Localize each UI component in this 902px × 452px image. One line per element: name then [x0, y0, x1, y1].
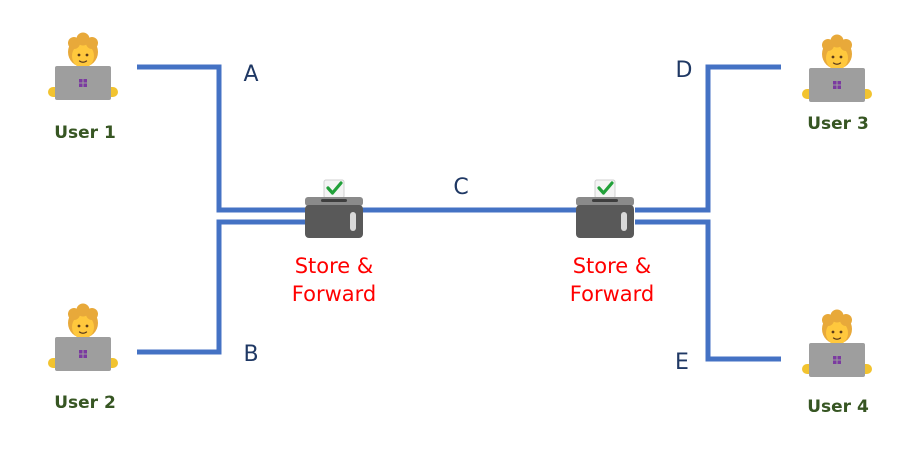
- link-a-line: [137, 64, 308, 213]
- link-c-label: C: [453, 175, 468, 200]
- person-laptop-icon: [801, 308, 873, 378]
- link-d-label: D: [676, 58, 693, 83]
- link-b-line: [137, 219, 308, 355]
- ballot-box-icon: [303, 178, 365, 240]
- node-1-label-line1: Store &: [295, 254, 374, 278]
- store-forward-node-1: Store & Forward: [292, 178, 376, 306]
- user-2: User 2: [47, 302, 119, 413]
- user-3: User 3: [801, 33, 873, 134]
- node-2-label-line2: Forward: [570, 282, 654, 306]
- link-e-line: [635, 219, 781, 362]
- link-e-label: E: [675, 350, 689, 375]
- user-4-label: User 4: [807, 397, 869, 417]
- ballot-box-icon: [574, 178, 636, 240]
- link-d-line: [635, 64, 781, 213]
- node-2-label-line1: Store &: [573, 254, 652, 278]
- user-2-label: User 2: [54, 393, 116, 413]
- user-3-label: User 3: [807, 114, 869, 134]
- person-laptop-icon: [801, 33, 873, 103]
- node-1-label-line2: Forward: [292, 282, 376, 306]
- link-b-label: B: [243, 342, 258, 367]
- person-laptop-icon: [47, 302, 119, 372]
- person-laptop-icon: [47, 31, 119, 101]
- link-lines: [137, 64, 781, 362]
- user-1-label: User 1: [54, 123, 116, 143]
- user-1: User 1: [47, 31, 119, 143]
- user-4: User 4: [801, 308, 873, 417]
- link-a-label: A: [243, 62, 258, 87]
- store-forward-node-2: Store & Forward: [570, 178, 654, 306]
